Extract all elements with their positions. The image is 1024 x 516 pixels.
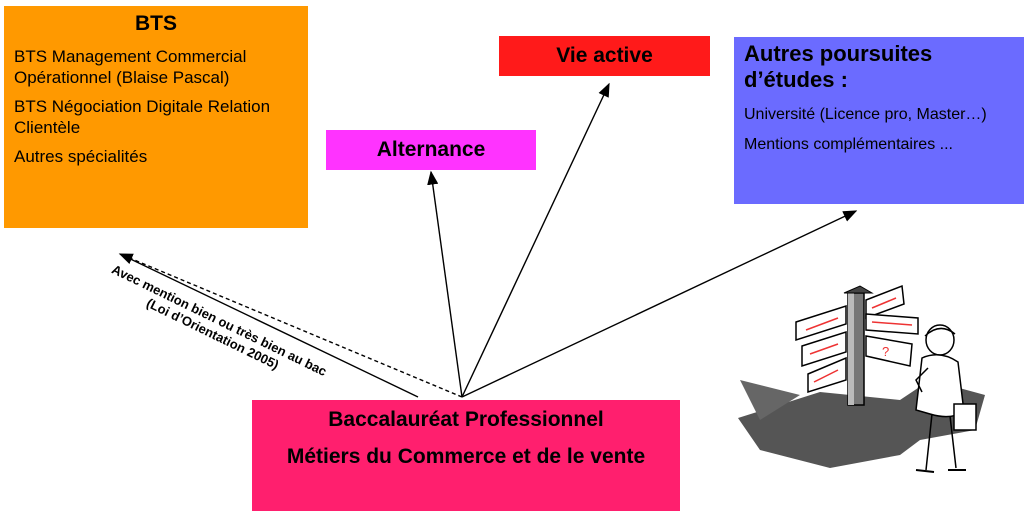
sign-mark: ? [882, 344, 889, 359]
alternance-label: Alternance [376, 138, 486, 161]
bac-pro-box: Baccalauréat Professionnel Métiers du Co… [252, 400, 680, 511]
arrow-to-bts-dashed [118, 253, 463, 398]
bac-pro-subtitle: Métiers du Commerce et de le vente [286, 445, 646, 468]
alternance-box: Alternance [326, 130, 536, 170]
bts-item-negociation: BTS Négociation Digitale Relation Client… [14, 97, 271, 137]
signpost-person-icon: ? [738, 284, 985, 473]
bts-item-autres: Autres spécialités [14, 147, 148, 166]
bts-item-management: BTS Management Commercial Opérationnel (… [14, 47, 247, 87]
autres-item-universite: Université (Licence pro, Master…) [744, 106, 987, 123]
bts-title: BTS [135, 12, 177, 35]
autres-poursuites-box: Autres poursuites d’études : Université … [734, 37, 1024, 204]
bac-pro-title: Baccalauréat Professionnel [328, 408, 604, 431]
arrow-to-bts-solid [119, 253, 419, 398]
arrow-to-alternance [427, 170, 463, 398]
vie-active-label: Vie active [556, 44, 653, 67]
vie-active-box: Vie active [499, 36, 710, 76]
arrow-to-autres [461, 210, 858, 398]
autres-item-mentions: Mentions complémentaires ... [744, 136, 953, 153]
bts-box: BTS BTS Management Commercial Opérationn… [4, 6, 308, 228]
arrow-to-vie-active [461, 82, 610, 398]
autres-title: Autres poursuites d’études : [744, 41, 933, 92]
